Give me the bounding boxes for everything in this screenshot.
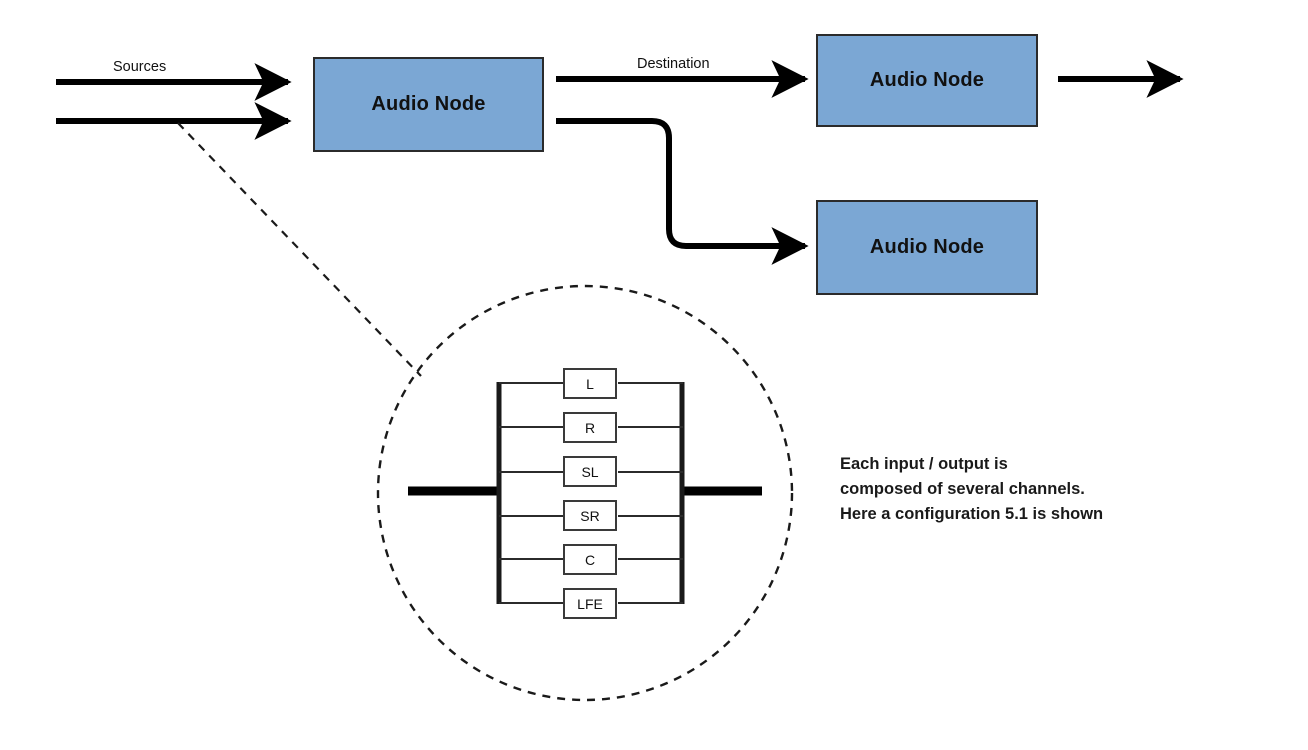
channel-label-sr: SR	[580, 507, 600, 524]
audio-node-source[interactable]: Audio Node	[313, 57, 544, 152]
channel-label-l: L	[586, 375, 594, 392]
channel-box-l[interactable]: L	[563, 368, 617, 399]
channel-label-c: C	[584, 551, 596, 568]
channel-box-lfe[interactable]: LFE	[563, 588, 617, 619]
destination-label: Destination	[637, 56, 710, 72]
channel-label-r: R	[584, 419, 596, 436]
channel-box-sl[interactable]: SL	[563, 456, 617, 487]
magnifier-leader-line	[177, 122, 422, 377]
destination-arrow-bottom	[556, 118, 809, 265]
channel-label-sl: SL	[581, 463, 599, 480]
audio-node-destination-bottom[interactable]: Audio Node	[816, 200, 1038, 295]
sources-label: Sources	[113, 59, 167, 75]
annotation-note: Each input / output is composed of sever…	[840, 455, 1104, 524]
channel-box-r[interactable]: R	[563, 412, 617, 443]
channel-label-lfe: LFE	[577, 595, 603, 612]
audio-node-destination-top-label: Audio Node	[869, 69, 985, 91]
channel-traces	[499, 382, 683, 604]
magnifier-circle	[376, 284, 794, 702]
audio-node-source-label: Audio Node	[371, 93, 486, 115]
audio-node-destination-bottom-label: Audio Node	[869, 236, 985, 258]
channel-box-c[interactable]: C	[563, 544, 617, 575]
audio-node-destination-top[interactable]: Audio Node	[816, 34, 1038, 127]
channel-box-sr[interactable]: SR	[563, 500, 617, 531]
